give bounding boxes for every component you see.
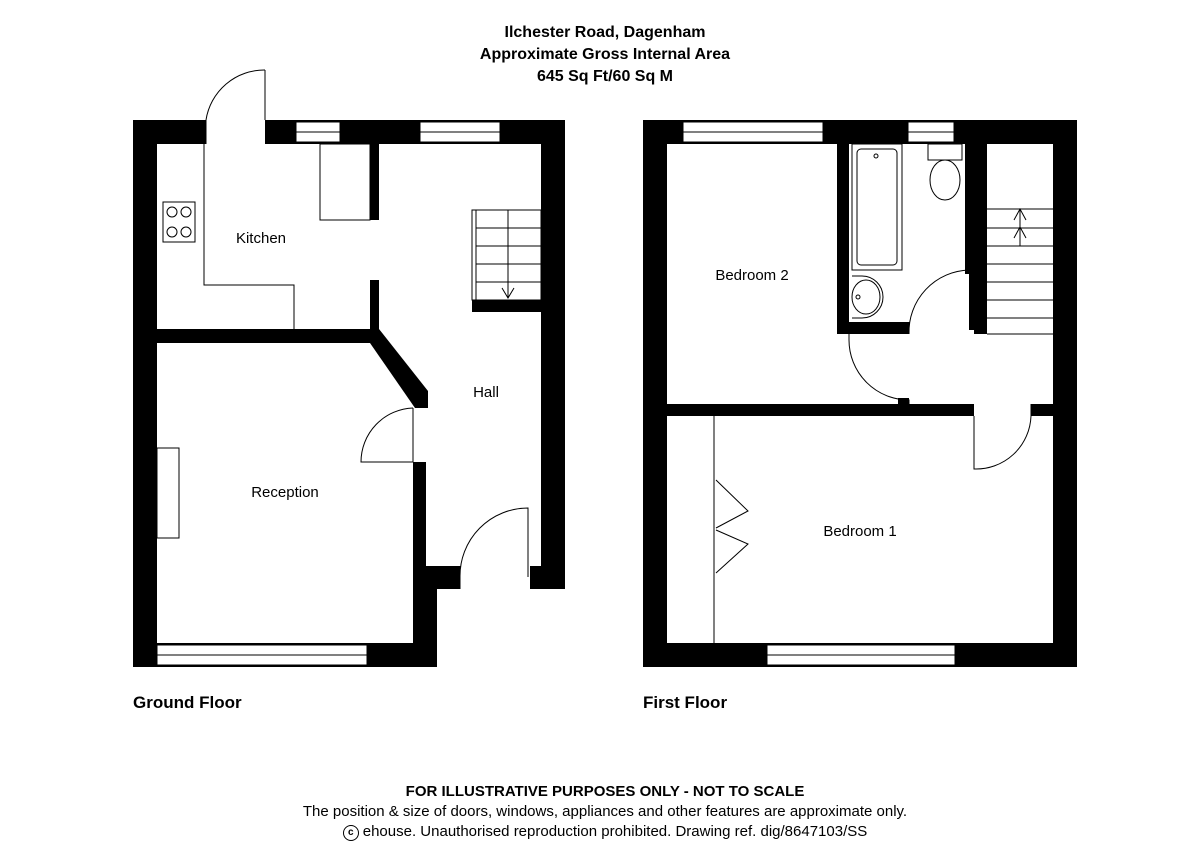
ground-floor-label: Ground Floor (133, 693, 242, 712)
room-label-reception: Reception (251, 484, 319, 501)
kitchen-fittings (162, 143, 371, 329)
ground-floor-doors (205, 69, 529, 589)
room-label-hall: Hall (473, 384, 499, 401)
hob-icon (162, 201, 196, 243)
toilet-icon (927, 143, 963, 201)
fireplace (156, 447, 180, 539)
plan-footer: FOR ILLUSTRATIVE PURPOSES ONLY - NOT TO … (0, 782, 1200, 842)
area-value: 645 Sq Ft/60 Sq M (536, 68, 674, 85)
ground-floor-plan: Kitchen Hall Reception (133, 69, 565, 667)
ground-floor-windows (156, 121, 501, 666)
stair-arrow-icon (501, 287, 515, 299)
first-floor-label: First Floor (643, 693, 728, 712)
copyright-icon: c (342, 825, 359, 841)
wardrobe (713, 416, 749, 643)
ground-floor-walls (133, 120, 565, 667)
room-label-bedroom-2: Bedroom 2 (715, 267, 788, 284)
room-label-bedroom-1: Bedroom 1 (823, 523, 896, 540)
stair-arrow-icon (1013, 207, 1027, 221)
area-title: Approximate Gross Internal Area (479, 46, 731, 63)
first-floor-doors (848, 269, 1032, 470)
basin-icon (851, 275, 884, 319)
approximation-note: The position & size of doors, windows, a… (302, 803, 908, 820)
copyright-text: ehouse. Unauthorised reproduction prohib… (362, 823, 868, 840)
plan-header: Ilchester Road, Dagenham Approximate Gro… (0, 22, 1200, 88)
first-floor-plan: Bedroom 2 Bedroom 1 (643, 120, 1077, 667)
disclaimer: FOR ILLUSTRATIVE PURPOSES ONLY - NOT TO … (405, 783, 805, 800)
bathroom-fittings (851, 143, 963, 319)
address-title: Ilchester Road, Dagenham (504, 24, 706, 41)
bath-icon (851, 143, 903, 271)
room-label-kitchen: Kitchen (236, 230, 286, 247)
ground-floor-stairs (471, 209, 542, 301)
first-floor-stairs (987, 207, 1053, 335)
first-floor-windows (682, 121, 956, 666)
first-floor-walls (643, 120, 1077, 667)
